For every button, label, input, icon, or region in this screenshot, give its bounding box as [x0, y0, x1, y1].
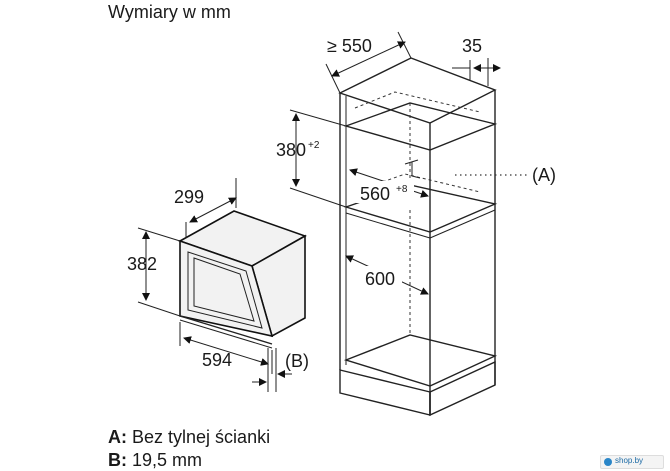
- label-niche-height: 380: [276, 140, 306, 160]
- dimension-cabinet-inner-width: 600: [345, 255, 429, 295]
- label-side-gap: 35: [462, 36, 482, 56]
- legend-text-b: 19,5 mm: [132, 450, 203, 470]
- dimension-oven-depth: 299: [174, 178, 237, 238]
- label-cabinet-depth: ≥ 550: [327, 36, 372, 56]
- dimension-oven-width: 594: [179, 322, 273, 374]
- legend-item-b: B: 19,5 mm: [108, 449, 202, 471]
- legend-key-b: B:: [108, 450, 127, 470]
- tall-cabinet: [338, 57, 498, 417]
- marker-b: (B): [252, 348, 309, 392]
- dimension-niche-width: 560 +8: [349, 168, 429, 204]
- marker-b-label: (B): [285, 351, 309, 371]
- label-oven-width: 594: [202, 350, 232, 370]
- diagram-title: Wymiary w mm: [108, 2, 231, 22]
- label-oven-depth: 299: [174, 187, 204, 207]
- label-oven-height: 382: [127, 254, 157, 274]
- dimension-niche-height: 380 +2: [276, 109, 347, 208]
- legend-key-a: A:: [108, 427, 127, 447]
- watermark-text: shop.by: [615, 456, 644, 465]
- dimension-cabinet-depth: ≥ 550: [325, 31, 412, 94]
- dimension-oven-height: 382: [127, 227, 181, 317]
- watermark-logo-icon: [604, 458, 612, 466]
- built-in-oven: [178, 210, 307, 349]
- label-niche-height-tolerance: +2: [308, 140, 320, 151]
- legend-item-a: A: Bez tylnej ścianki: [108, 426, 270, 448]
- legend-text-a: Bez tylnej ścianki: [132, 427, 271, 447]
- marker-a-leader: (A): [455, 165, 556, 185]
- marker-a-label: (A): [532, 165, 556, 185]
- label-cabinet-inner-width: 600: [365, 269, 395, 289]
- label-niche-width: 560: [360, 184, 390, 204]
- watermark-badge: shop.by: [600, 455, 664, 469]
- label-niche-width-tolerance: +8: [396, 184, 408, 195]
- dimension-side-gap: 35: [452, 36, 501, 86]
